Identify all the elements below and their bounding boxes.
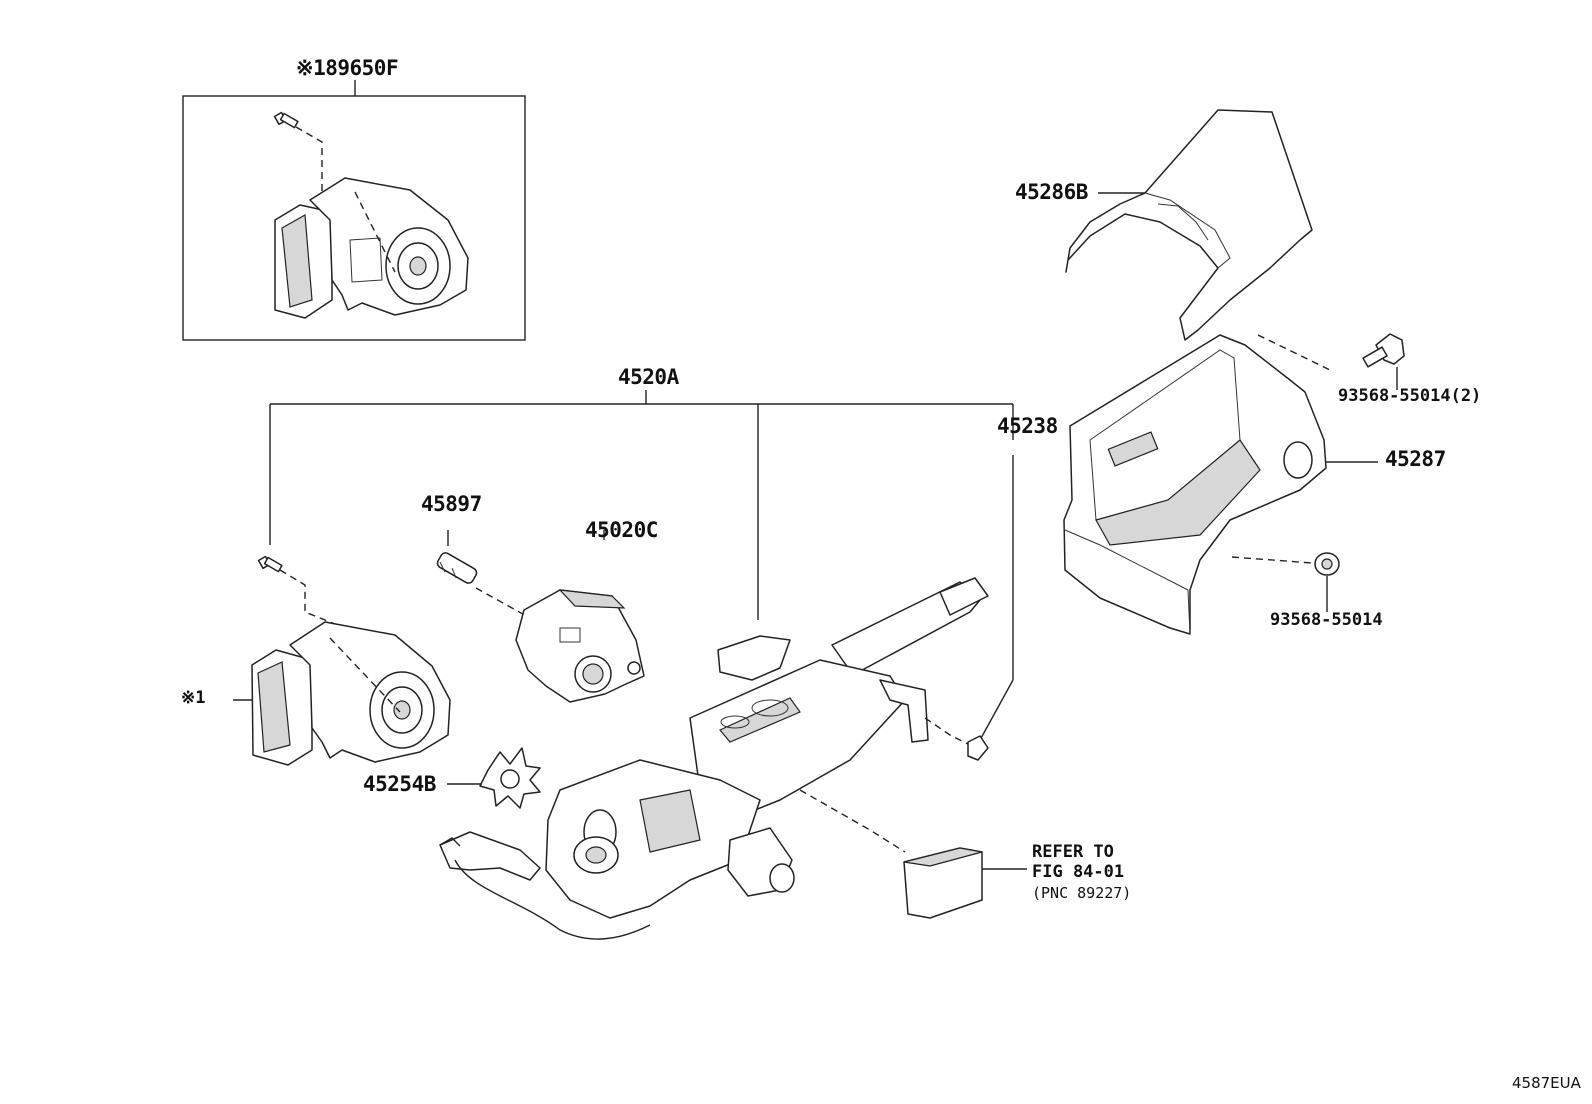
column-assembly-bracket [269,390,1014,741]
steering-column-drawing [439,577,1027,940]
label-column-assembly: 4520A [618,365,679,389]
label-note-mark: ※1 [181,688,206,708]
label-key-cylinder: 45897 [421,492,482,516]
lower-cover-drawing [1063,334,1378,635]
label-damper: 45254B [363,772,436,796]
damper-drawing [447,747,541,809]
label-bracket-45238: 45238 [997,414,1058,438]
lock-housing-drawing [515,589,645,703]
figure-code: 4587EUA [1512,1074,1581,1092]
steering-lock-drawing [233,555,451,766]
refer-line-3: (PNC 89227) [1032,884,1132,902]
bolt-lower-drawing [1314,552,1340,612]
label-cover-upper: 45286B [1015,180,1088,204]
bolt-upper-drawing [1362,333,1405,390]
label-bolt-upper: 93568-55014(2) [1338,386,1482,406]
inset-steering-lock-drawing [273,111,469,319]
label-lock-housing: 45020C [585,518,658,542]
refer-line-2: FIG 84-01 [1032,862,1125,882]
refer-line-1: REFER TO [1032,842,1114,862]
label-bolt-lower: 93568-55014 [1270,610,1383,630]
upper-cover-drawing [1065,109,1313,341]
inset-box [182,80,526,341]
label-inset-part: ※189650F [296,56,399,80]
label-cover-lower: 45287 [1385,447,1446,471]
